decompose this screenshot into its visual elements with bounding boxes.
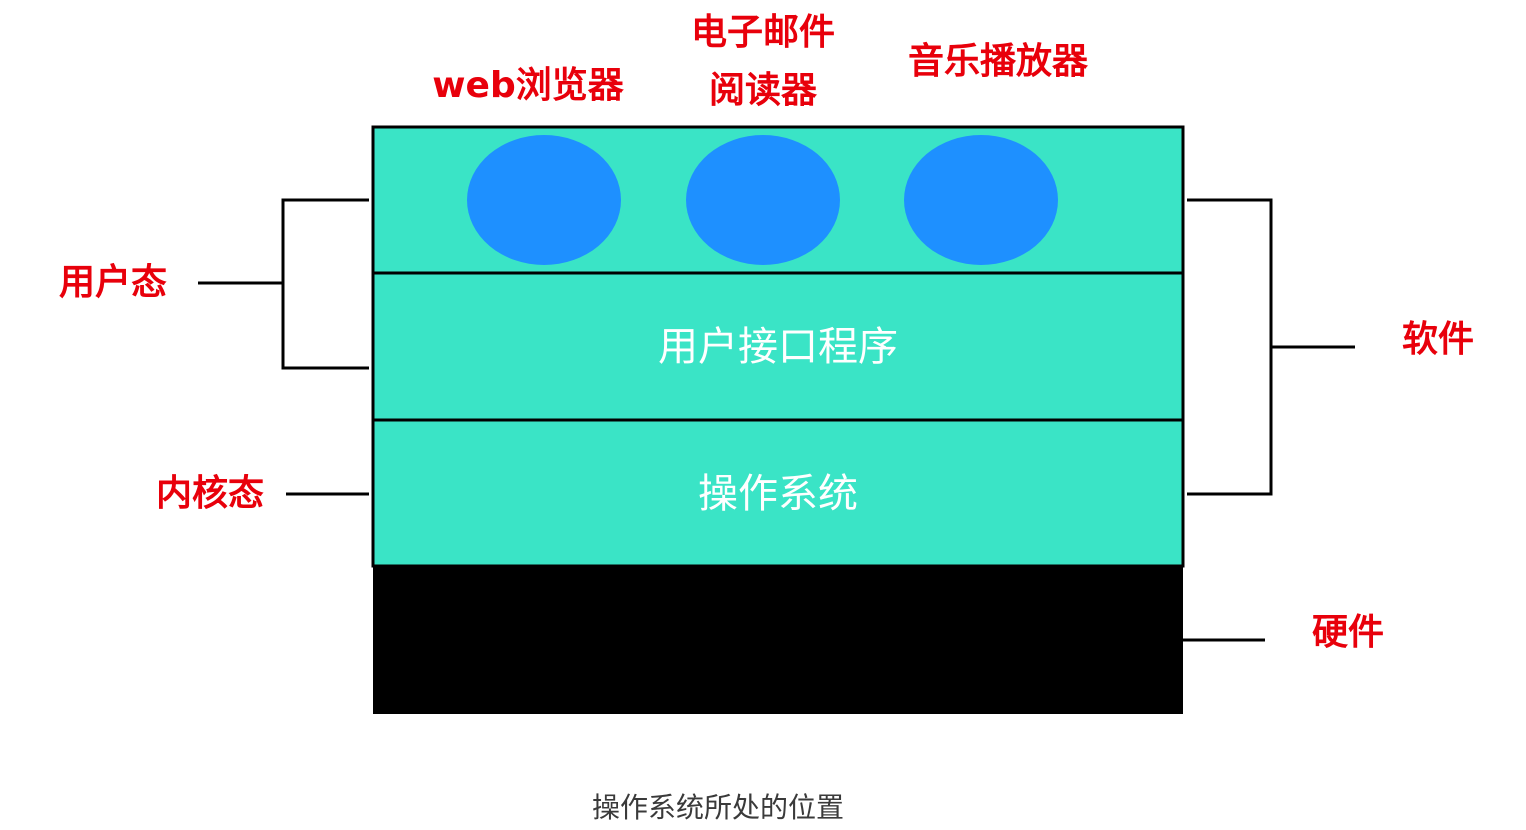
kernel-mode-label: 内核态 <box>155 473 265 514</box>
app-email-reader <box>686 135 840 265</box>
app-web-browser <box>467 135 621 265</box>
app-music-player <box>904 135 1058 265</box>
web-browser-label: web浏览器 <box>432 65 624 106</box>
user-mode-bracket <box>198 198 369 370</box>
music-player-label: 音乐播放器 <box>907 41 1089 82</box>
figure-caption: 操作系统所处的位置 <box>591 791 845 824</box>
ui-program-layer <box>371 271 1185 422</box>
software-label: 软件 <box>1401 319 1475 360</box>
software-bracket <box>1187 198 1355 496</box>
email-label-line2: 阅读器 <box>708 70 818 111</box>
ui-program-label: 用户接口程序 <box>658 324 898 370</box>
user-mode-label: 用户态 <box>58 262 168 303</box>
hardware-layer <box>373 566 1183 714</box>
email-label-line1: 电子邮件 <box>690 12 836 53</box>
hardware-label: 硬件 <box>1311 612 1385 653</box>
os-label: 操作系统 <box>698 471 858 517</box>
os-layer <box>371 418 1185 568</box>
